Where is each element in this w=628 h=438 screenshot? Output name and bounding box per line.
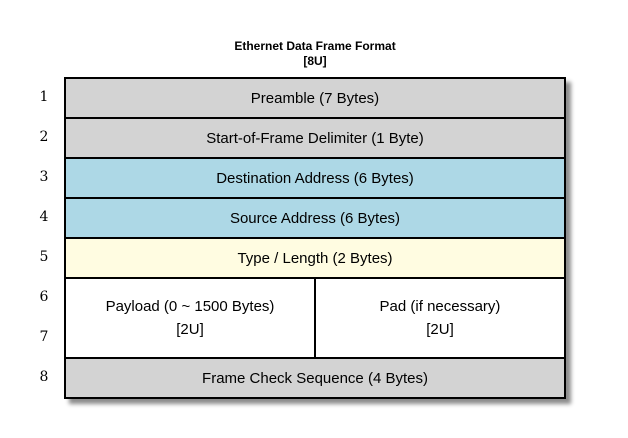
row-number-6: 6: [39, 289, 49, 305]
cell-payload: Payload (0 ~ 1500 Bytes) [2U]: [66, 279, 314, 357]
diagram-title: Ethernet Data Frame Format: [234, 39, 396, 53]
row-fcs-label: Frame Check Sequence (4 Bytes): [202, 369, 428, 387]
row-destination-label: Destination Address (6 Bytes): [216, 169, 414, 187]
row-number-1: 1: [39, 89, 49, 105]
row-number-7: 7: [39, 329, 49, 345]
row-number-2: 2: [39, 129, 49, 145]
row-type-length-label: Type / Length (2 Bytes): [237, 249, 393, 267]
row-type-length: Type / Length (2 Bytes): [66, 239, 564, 279]
row-destination-address: Destination Address (6 Bytes): [66, 159, 564, 199]
row-preamble: Preamble (7 Bytes): [66, 79, 564, 119]
cell-payload-label: Payload (0 ~ 1500 Bytes): [105, 298, 275, 315]
row-payload-pad: Payload (0 ~ 1500 Bytes) [2U] Pad (if ne…: [66, 279, 564, 359]
frame-table: Preamble (7 Bytes) Start-of-Frame Delimi…: [64, 77, 566, 399]
row-preamble-label: Preamble (7 Bytes): [250, 89, 380, 107]
row-number-5: 5: [39, 249, 49, 265]
row-frame-check-sequence: Frame Check Sequence (4 Bytes): [66, 359, 564, 397]
cell-pad: Pad (if necessary) [2U]: [314, 279, 564, 357]
cell-pad-label: Pad (if necessary): [379, 298, 501, 315]
row-source-label: Source Address (6 Bytes): [229, 209, 401, 227]
row-number-8: 8: [39, 369, 49, 385]
cell-payload-sub: [2U]: [176, 321, 204, 338]
title-block: Ethernet Data Frame Format [8U]: [64, 39, 566, 69]
row-source-address: Source Address (6 Bytes): [66, 199, 564, 239]
row-number-4: 4: [39, 209, 49, 225]
row-sfd-label: Start-of-Frame Delimiter (1 Byte): [206, 129, 424, 147]
diagram-subtitle: [8U]: [303, 54, 327, 68]
cell-pad-sub: [2U]: [426, 321, 454, 338]
row-number-3: 3: [39, 169, 49, 185]
row-start-of-frame-delimiter: Start-of-Frame Delimiter (1 Byte): [66, 119, 564, 159]
